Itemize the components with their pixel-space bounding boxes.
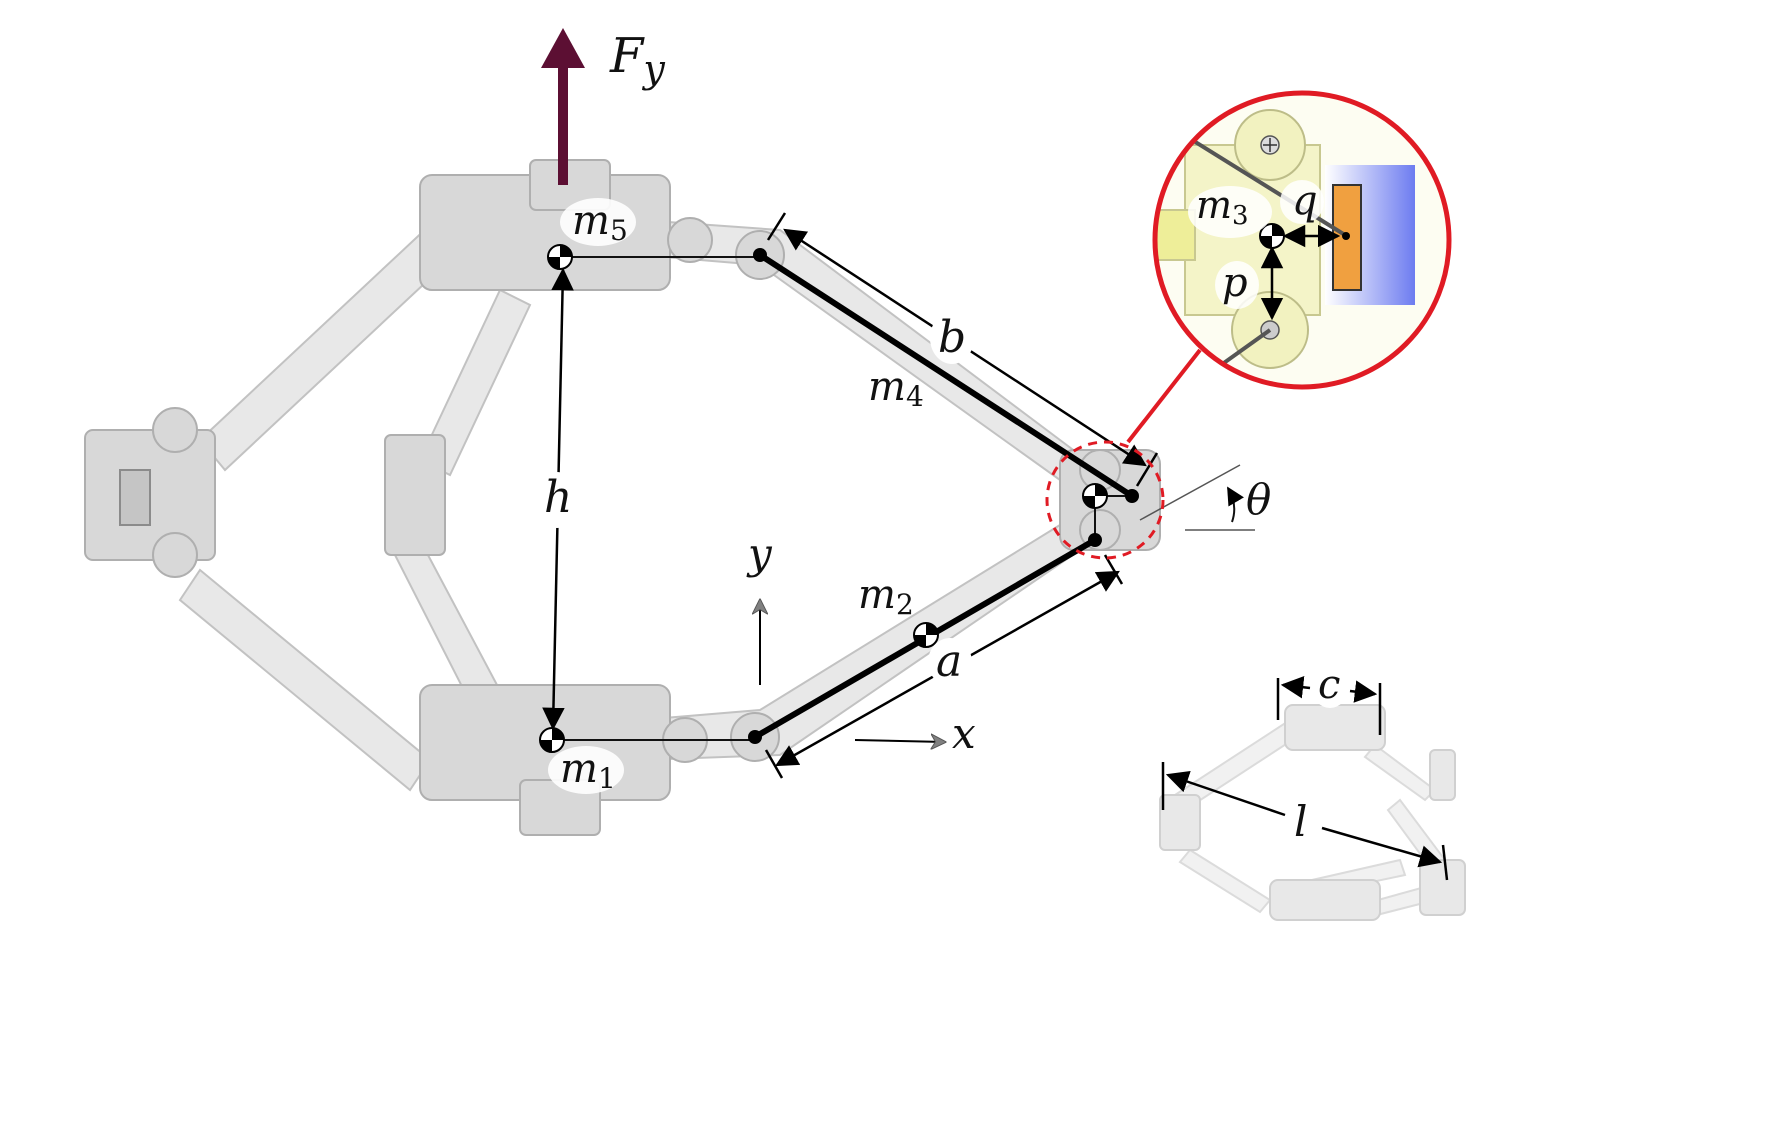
m2-label: m2 <box>858 572 914 621</box>
dim-a-tick-start <box>764 749 784 779</box>
force-arrow-head <box>541 28 585 68</box>
x-axis-label: x <box>952 709 976 758</box>
detail-connector-line <box>1126 348 1202 444</box>
h-label: h <box>544 472 572 523</box>
m4-label: m4 <box>868 364 924 413</box>
theta-angle-line <box>1139 464 1241 521</box>
p-label: p <box>1222 260 1248 306</box>
theta-arc-arrow <box>1227 486 1244 523</box>
dim-c-arrow-right <box>1349 680 1378 703</box>
l-label: l <box>1294 797 1307 846</box>
joint-dot-b-end <box>1125 489 1139 503</box>
com-marker-m1 <box>539 727 565 753</box>
b-label: b <box>938 312 966 363</box>
com-marker-m5 <box>547 244 573 270</box>
m3-label: m3 <box>1196 183 1249 231</box>
theta-label: θ <box>1246 475 1271 524</box>
left-module-slot <box>119 469 151 526</box>
m5-label: m5 <box>572 198 628 247</box>
link-b-line <box>758 252 1134 499</box>
middle-module <box>384 434 446 556</box>
robot-mechanism <box>84 159 1161 836</box>
left-joint-bottom <box>152 532 198 578</box>
dim-b-tick-start <box>766 212 787 241</box>
com-marker-m3 <box>1082 483 1108 509</box>
left-joint-top <box>152 407 198 453</box>
inset-ring <box>1152 90 1452 390</box>
dim-b-tick-end <box>1135 452 1159 487</box>
zoom-inset <box>1152 90 1452 390</box>
x-axis-arrow <box>854 740 945 742</box>
joint-dot-lower <box>748 730 762 744</box>
c-label: c <box>1318 662 1340 708</box>
joint-dot-a-end <box>1088 533 1102 547</box>
detail-region-dashed-circle <box>1045 440 1165 560</box>
com-marker-m2 <box>913 622 939 648</box>
m1-label: m1 <box>560 746 616 795</box>
joint-dot-upper <box>753 248 767 262</box>
dim-l-tick-right <box>1441 844 1449 881</box>
y-axis-label: y <box>746 529 773 578</box>
top-joint-pivot <box>667 217 713 263</box>
lower-left-outer-link <box>178 568 432 792</box>
labels: Fy m5 m1 m2 m4 m3 b a h q p y x θ c l <box>537 28 1348 846</box>
dim-l-arrow-left <box>1165 770 1286 817</box>
upper-right-link <box>639 218 1082 482</box>
q-label: q <box>1292 178 1318 224</box>
force-label: Fy <box>609 28 665 91</box>
lower-right-link <box>639 523 1082 762</box>
upper-left-outer-link <box>198 223 457 472</box>
dim-c-arrow-left <box>1280 676 1311 699</box>
inset-left-block <box>1155 209 1196 261</box>
dim-a-tick-end <box>1103 554 1124 585</box>
inset-com-marker-m3 <box>1259 223 1285 249</box>
dim-l-arrow-right <box>1321 826 1443 868</box>
a-label: a <box>936 636 962 687</box>
